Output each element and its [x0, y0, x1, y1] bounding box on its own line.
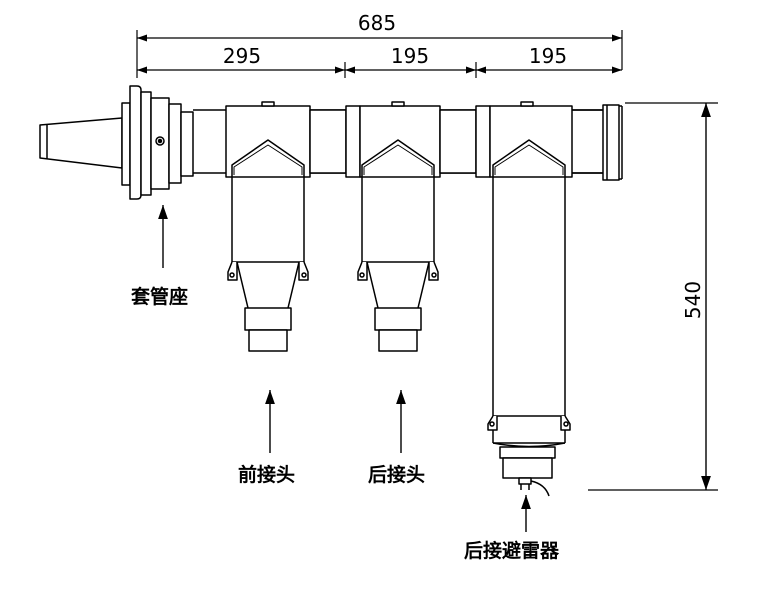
bushing-bolt	[155, 136, 165, 146]
dim-segment-1-text: 295	[223, 44, 261, 68]
dimension-lines	[136, 30, 718, 491]
dim-segment-3-text: 195	[529, 44, 567, 68]
dim-height-text: 540	[681, 281, 705, 319]
bushing-cone	[39, 117, 123, 169]
front-connector-body	[227, 139, 309, 352]
rear-connector-body	[357, 139, 439, 352]
bushing-flange	[121, 102, 131, 186]
dim-overall-text: 685	[358, 11, 396, 35]
label-rear-connector: 后接头	[368, 464, 426, 486]
label-arrows	[158, 205, 531, 532]
connector-assembly	[39, 85, 623, 497]
ground-wire	[530, 480, 550, 497]
arrester-connector-body	[487, 139, 571, 497]
label-bushing-seat: 套管座	[131, 286, 189, 308]
dim-segment-2-text: 195	[391, 44, 429, 68]
main-bus	[193, 101, 623, 181]
bushing-seat	[39, 85, 194, 200]
label-front-connector: 前接头	[238, 464, 296, 486]
label-rear-arrester: 后接避雷器	[464, 540, 560, 562]
